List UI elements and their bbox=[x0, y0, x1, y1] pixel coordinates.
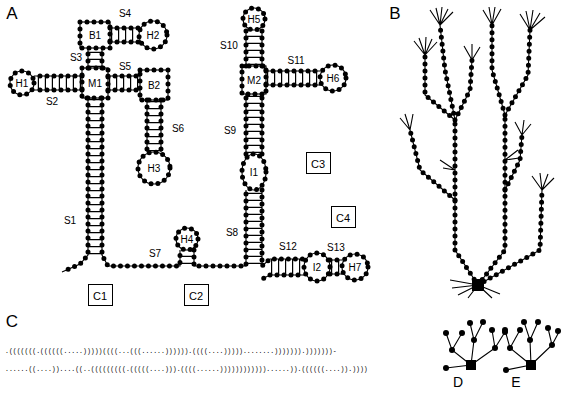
stem-label: S12 bbox=[279, 241, 297, 252]
dot-bracket-string: ......((....))....((..(((((((((.(((((...… bbox=[5, 366, 368, 373]
tree-fans bbox=[400, 7, 554, 298]
region-box: C2 bbox=[184, 284, 209, 306]
loop-label: B2 bbox=[148, 80, 160, 91]
panel-letter: E bbox=[511, 375, 520, 390]
region-label: C1 bbox=[93, 290, 107, 302]
loop-label: B1 bbox=[89, 30, 101, 41]
dot-bracket-string: .(((((((.((((((.....)))))((((...(((.....… bbox=[5, 348, 337, 355]
region-label: C2 bbox=[189, 290, 203, 302]
loop-label: I1 bbox=[250, 167, 258, 178]
loop-label: H7 bbox=[349, 262, 362, 273]
region-box: C3 bbox=[306, 152, 331, 174]
tree-root bbox=[472, 279, 484, 291]
loop-label: M1 bbox=[88, 78, 102, 89]
tree-nodes bbox=[443, 319, 561, 373]
loop-label: H3 bbox=[148, 163, 161, 174]
panel-letter: B bbox=[389, 5, 400, 24]
panel-letter: D bbox=[453, 375, 463, 390]
panel-letter: A bbox=[6, 5, 17, 24]
backbone-strands bbox=[10, 8, 542, 285]
loop-label: H5 bbox=[248, 14, 261, 25]
loop-label: M2 bbox=[247, 75, 261, 86]
loop-label: H2 bbox=[147, 30, 160, 41]
nucleotide-dots bbox=[10, 8, 542, 285]
region-label: C3 bbox=[311, 158, 325, 170]
region-box: C1 bbox=[88, 284, 113, 306]
stem-label: S2 bbox=[46, 96, 58, 107]
stem-label: S8 bbox=[226, 227, 238, 238]
stem-label: S9 bbox=[224, 125, 236, 136]
stem-label: S6 bbox=[172, 123, 184, 134]
stem-label: S11 bbox=[287, 55, 304, 66]
loop-label: H6 bbox=[327, 73, 340, 84]
loop-label: I2 bbox=[313, 262, 321, 273]
panel-letter: C bbox=[6, 313, 18, 332]
region-box: C4 bbox=[331, 206, 356, 228]
stem-label: S4 bbox=[119, 8, 131, 19]
region-label: C4 bbox=[336, 212, 350, 224]
stem-label: S7 bbox=[149, 248, 161, 259]
loop-label: H4 bbox=[181, 234, 194, 245]
stem-label: S10 bbox=[220, 40, 238, 51]
stem-label: S1 bbox=[64, 215, 76, 226]
stem-label: S3 bbox=[70, 52, 82, 63]
stem-label: S13 bbox=[327, 242, 345, 253]
loop-label: H1 bbox=[16, 78, 29, 89]
small-trees bbox=[446, 322, 560, 370]
base-pair-rungs bbox=[34, 30, 342, 267]
stem-label: S5 bbox=[119, 61, 131, 72]
